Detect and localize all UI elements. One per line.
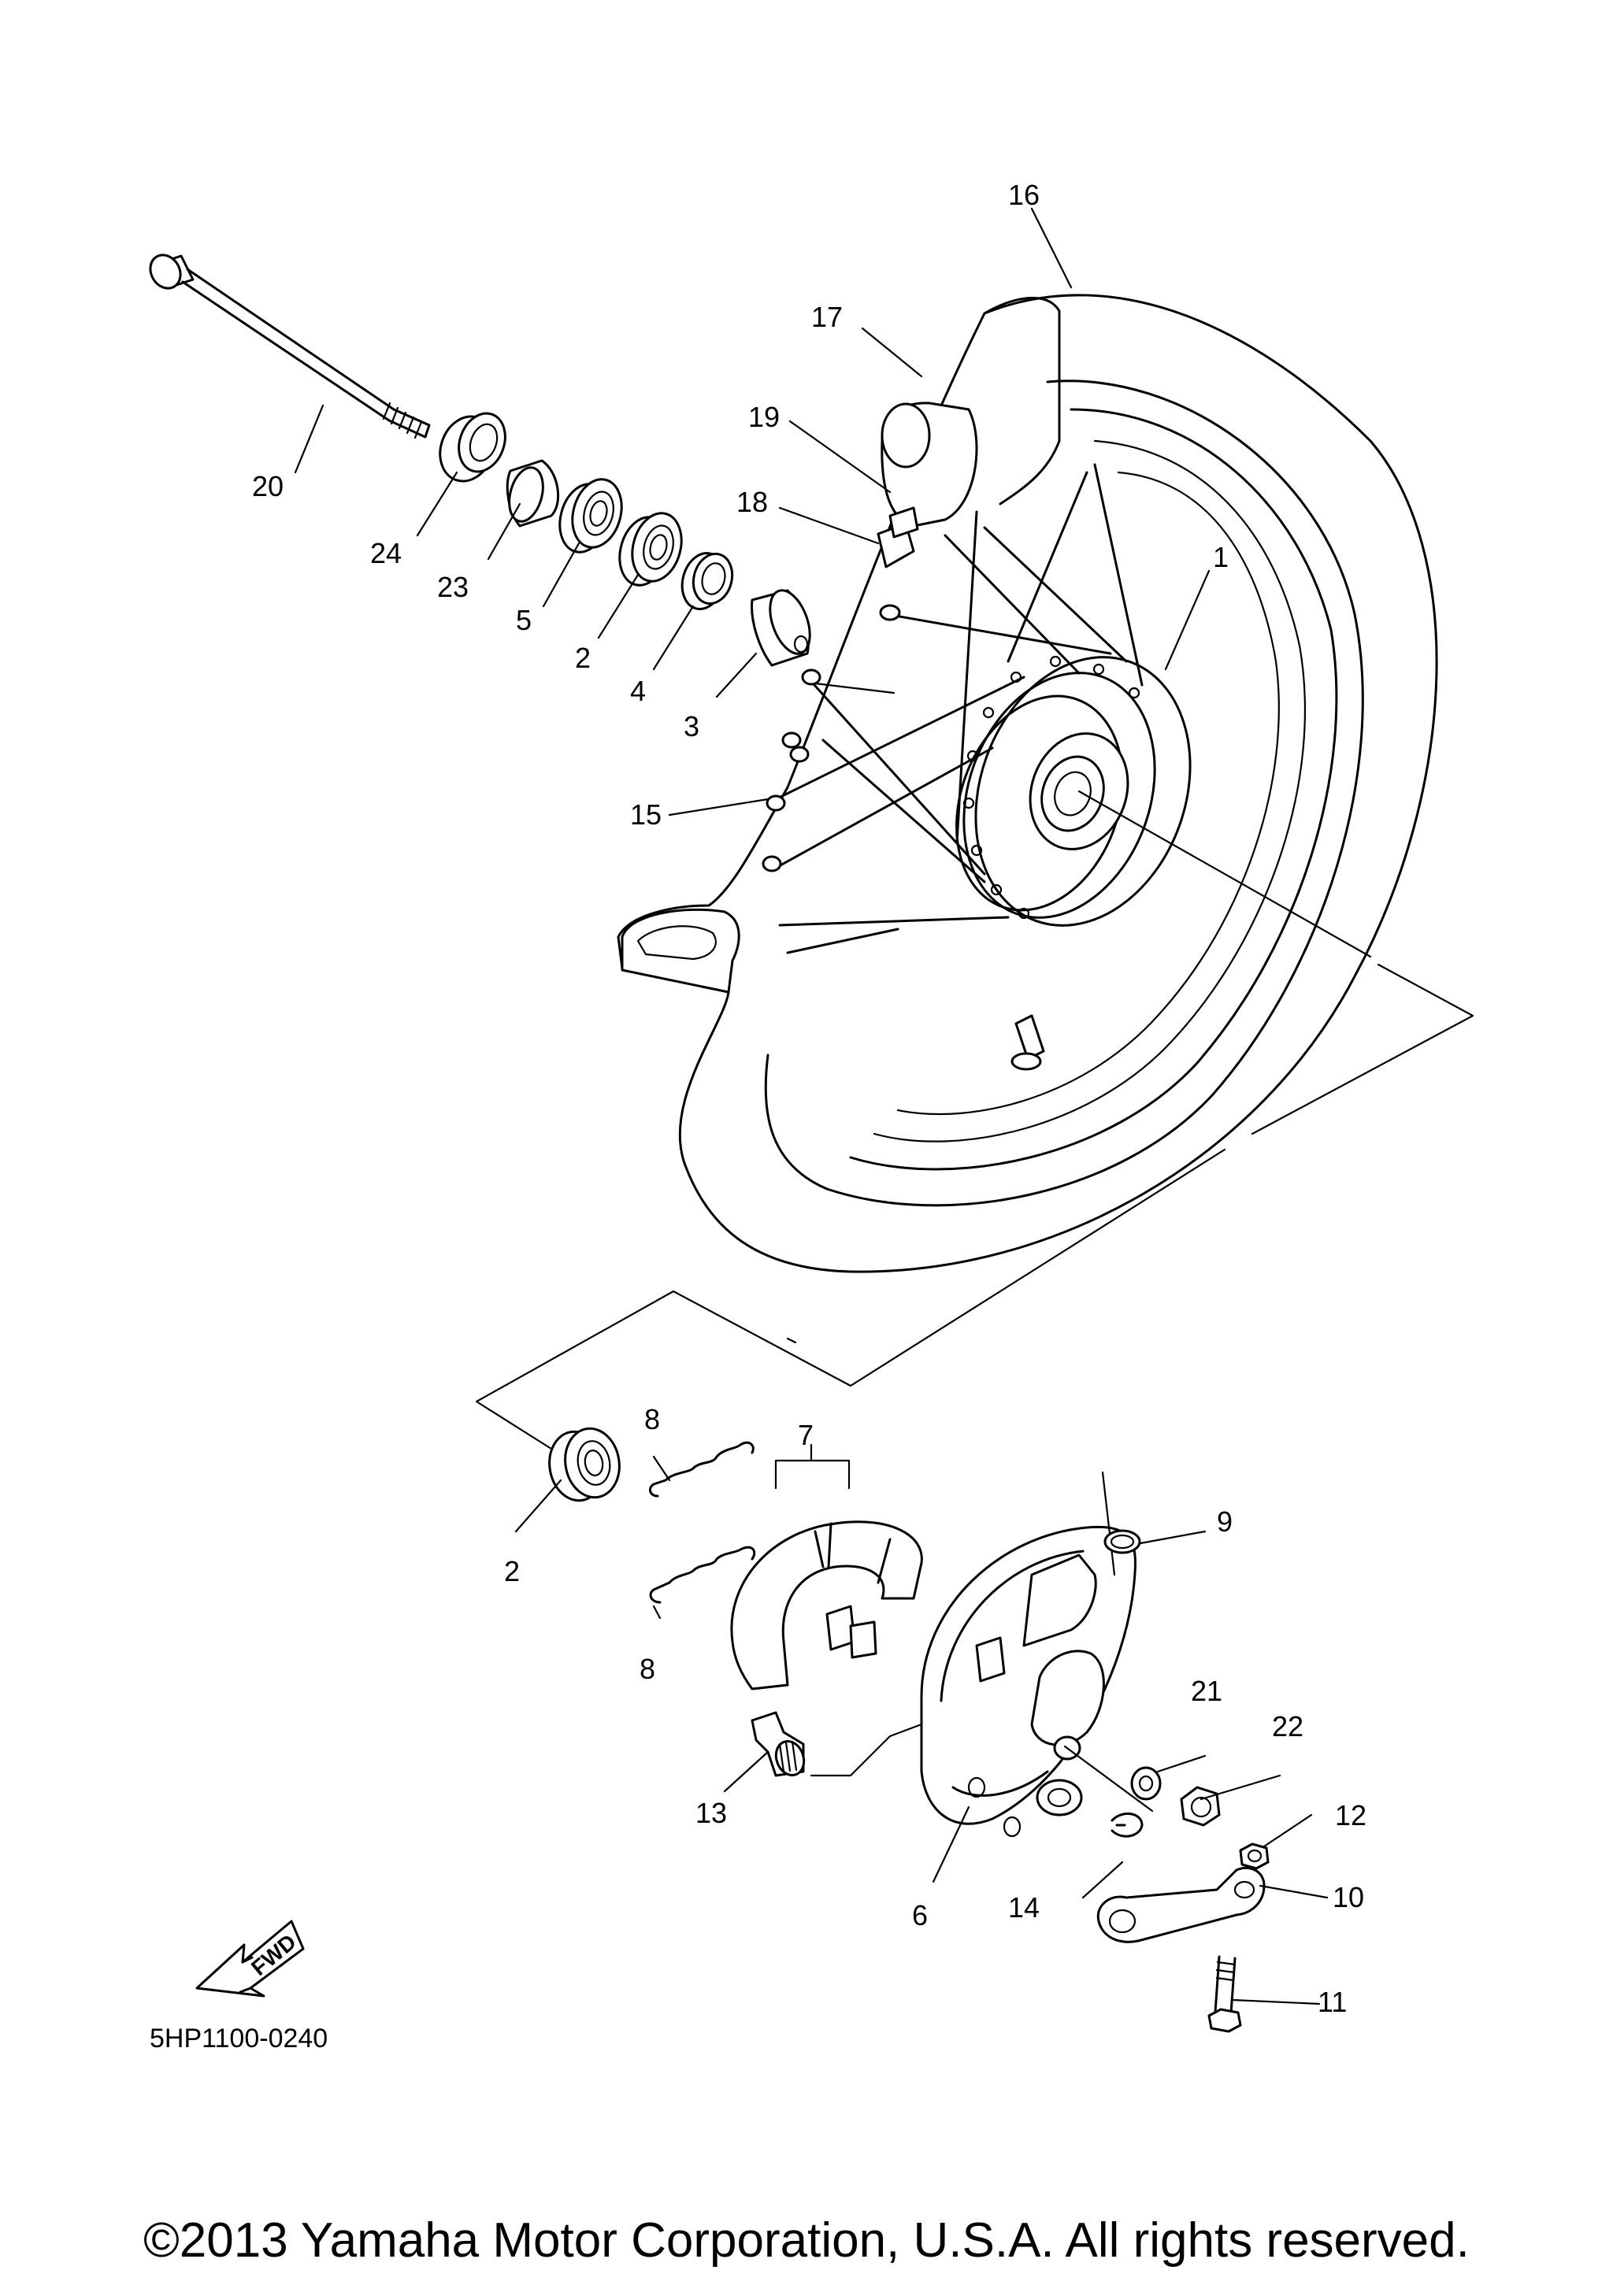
drawing-code: 5HP1100-0240 [150,2024,328,2053]
part-label-23: 23 [437,571,469,603]
part-label-7: 7 [798,1419,814,1451]
part-label-20: 20 [252,470,284,502]
part-label-16: 16 [1008,179,1040,211]
part-label-2: 2 [504,1555,520,1587]
fwd-arrow-icon: FWD [195,1920,305,1998]
part-label-19: 19 [748,401,780,433]
part-label-10: 10 [1333,1881,1364,1913]
part-label-24: 24 [370,537,402,569]
part-label-17: 17 [811,301,843,333]
part-label-3: 3 [684,710,699,742]
part-labels: 1 2 2 8 3 4 5 6 7 8 9 10 11 12 13 14 15 … [252,179,1366,2018]
part-label-8: 8 [640,1653,655,1685]
part-label-13: 13 [695,1797,727,1829]
part-label-6: 6 [912,1899,928,1931]
part-label-1: 1 [1213,541,1229,573]
axle-parts-drawing [149,254,811,667]
part-label-15: 15 [630,798,662,831]
part-label-2: 2 [575,642,591,674]
part-label-5: 5 [516,604,532,636]
wheel-assembly-drawing [475,294,1474,1450]
part-label-12: 12 [1335,1799,1366,1831]
part-label-9: 9 [1217,1505,1233,1538]
part-label-11: 11 [1318,1986,1347,2018]
part-label-4: 4 [630,675,646,707]
part-label-21: 21 [1191,1675,1222,1707]
brake-assembly-drawing [548,1427,1270,2033]
part-label-14: 14 [1008,1891,1040,1924]
leader-lines [294,207,1329,2005]
part-label-22: 22 [1272,1710,1303,1742]
part-label-18: 18 [736,486,768,518]
copyright-notice: ©2013 Yamaha Motor Corporation, U.S.A. A… [143,2213,1470,2268]
part-label-8: 8 [644,1403,660,1435]
